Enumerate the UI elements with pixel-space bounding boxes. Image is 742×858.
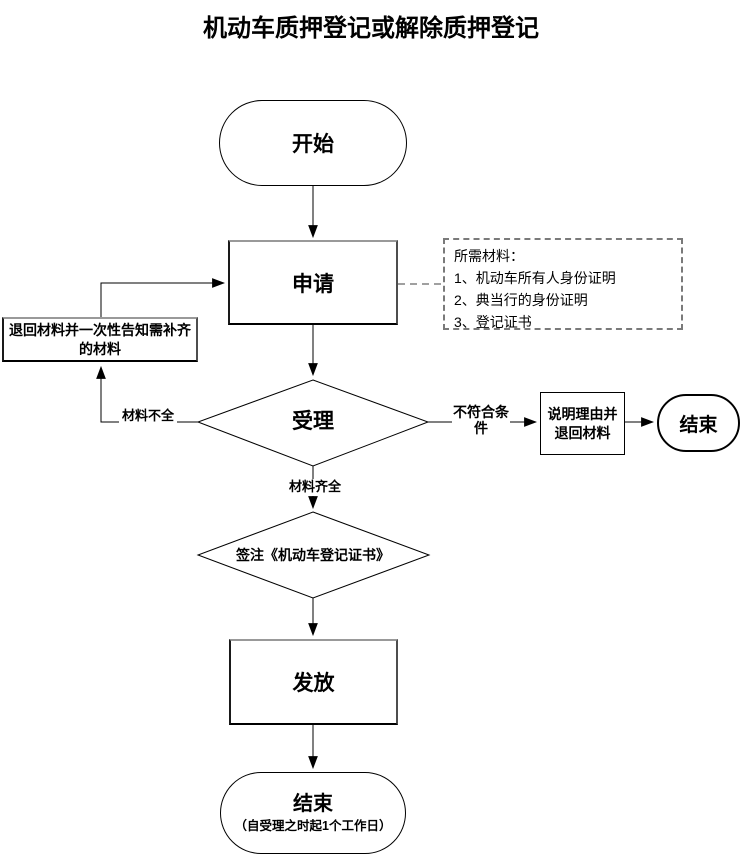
node-sign-certificate-label: 签注《机动车登记证书》 (236, 547, 390, 563)
node-end-bottom: 结束 （自受理之时起1个工作日） (220, 772, 406, 854)
note-item-3: 3、登记证书 (454, 314, 532, 330)
page-title: 机动车质押登记或解除质押登记 (203, 15, 539, 42)
node-return-materials: 退回材料并一次性告知需补齐的材料 (2, 317, 198, 362)
node-accept-label: 受理 (292, 410, 334, 433)
node-apply-label: 申请 (292, 272, 334, 296)
node-accept: 受理 (253, 407, 373, 437)
node-end-bottom-note: （自受理之时起1个工作日） (234, 818, 392, 833)
note-required-materials: 所需材料： 1、机动车所有人身份证明 2、典当行的身份证明 3、登记证书 (443, 238, 683, 330)
node-explain-reason-label: 说明理由并退回材料 (547, 405, 618, 441)
node-explain-reason: 说明理由并退回材料 (540, 392, 625, 455)
decision-sign-shape (196, 511, 431, 599)
node-issue-label: 发放 (292, 672, 335, 695)
edge-label-materials-complete: 材料齐全 (287, 479, 343, 496)
note-item-2: 2、典当行的身份证明 (454, 292, 588, 308)
node-return-materials-label: 退回材料并一次性告知需补齐的材料 (9, 321, 191, 357)
node-end-right: 结束 (657, 394, 740, 452)
note-item-1: 1、机动车所有人身份证明 (454, 270, 616, 286)
node-sign-certificate: 签注《机动车登记证书》 (203, 541, 423, 569)
node-apply: 申请 (228, 240, 398, 325)
edge-return-apply (100, 278, 226, 317)
node-end-right-label: 结束 (679, 414, 718, 436)
node-start-label: 开始 (292, 133, 334, 156)
node-start: 开始 (219, 100, 407, 186)
decision-accept-shape (196, 379, 430, 467)
edge-label-materials-incomplete: 材料不全 (119, 408, 177, 425)
node-issue: 发放 (229, 639, 398, 725)
note-heading: 所需材料： (454, 248, 524, 264)
node-end-bottom-label: 结束 (293, 792, 333, 815)
edge-label-not-meet-conditions: 不符合条件 (452, 404, 510, 437)
